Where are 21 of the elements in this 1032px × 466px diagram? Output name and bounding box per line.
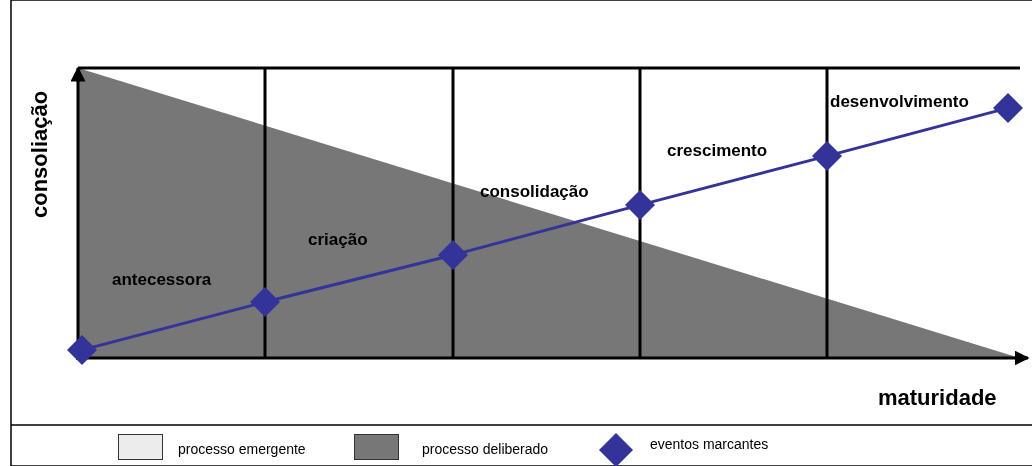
legend-label: processo deliberado	[422, 441, 549, 457]
event-diamond	[67, 335, 97, 365]
phase-label: crescimento	[667, 141, 768, 161]
connecting-line	[275, 256, 443, 301]
axis-title: consoliação	[27, 90, 53, 218]
connecting-line	[650, 157, 817, 204]
connecting-line	[463, 206, 630, 254]
axis-title: maturidade	[878, 385, 997, 411]
phase-label: criação	[308, 230, 368, 250]
phase-label: antecessora	[112, 270, 212, 290]
event-diamond	[438, 240, 468, 270]
phase-label: consolidação	[480, 182, 589, 202]
connecting-line	[92, 303, 255, 349]
event-diamond	[625, 190, 655, 220]
legend-label: eventos marcantes	[650, 436, 769, 452]
legend-label: processo emergente	[178, 441, 306, 457]
event-diamond	[812, 141, 842, 171]
connecting-line	[837, 109, 998, 155]
phase-label: desenvolvimento	[830, 92, 969, 112]
event-diamond	[250, 287, 280, 317]
event-diamond	[993, 93, 1023, 123]
